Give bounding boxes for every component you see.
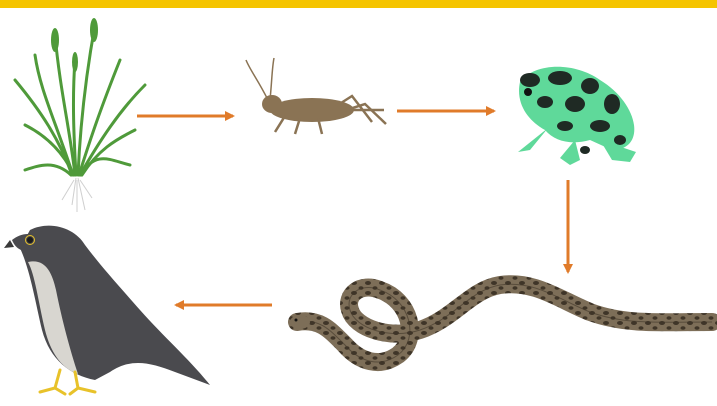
snake-icon (290, 284, 712, 362)
falcon-icon (4, 226, 210, 394)
cricket-icon (246, 58, 386, 134)
poison-dart-frog-icon (518, 67, 636, 165)
grass-plant-icon (15, 18, 145, 212)
